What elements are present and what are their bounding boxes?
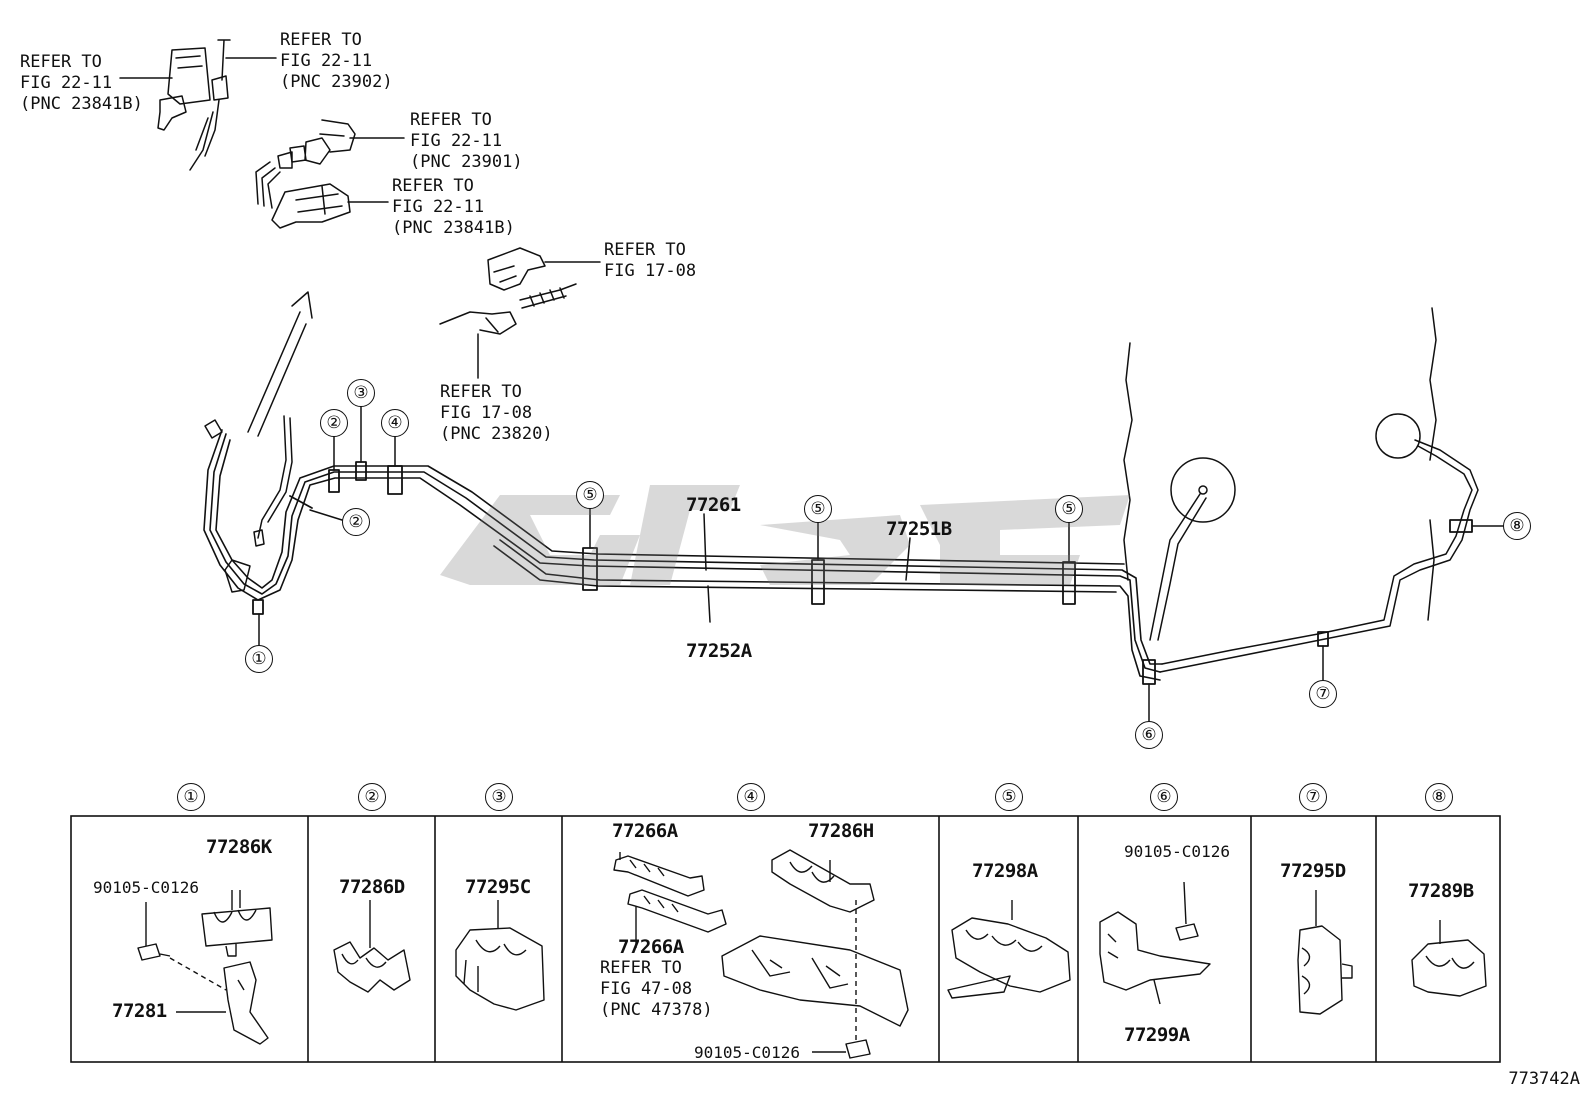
legend-header-4: ④ xyxy=(737,783,765,811)
bracket-23841b-drawing xyxy=(271,183,351,229)
legend-part-77281: 77281 xyxy=(112,1000,167,1022)
legend-part-77295d: 77295D xyxy=(1280,860,1346,882)
legend-part-90105-c0126-1: 90105-C0126 xyxy=(93,878,199,897)
clamp-77286d-drawing xyxy=(333,900,411,993)
legend-part-90105-c0126-6: 90105-C0126 xyxy=(1124,842,1230,861)
callout-4: ④ xyxy=(381,409,409,437)
callout-2-upper: ② xyxy=(320,409,348,437)
callout-leaders xyxy=(258,404,1504,722)
legend-part-77266a-upper: 77266A xyxy=(612,820,678,842)
part-number-77252a: 77252A xyxy=(686,640,752,662)
bolt-drawing-4 xyxy=(812,1039,871,1059)
callout-8: ⑧ xyxy=(1503,512,1531,540)
master-cylinder-bracket-drawing xyxy=(157,39,231,171)
clamp-77295c-drawing xyxy=(455,900,545,1011)
callout-3: ③ xyxy=(347,379,375,407)
legend-part-77286d: 77286D xyxy=(339,876,405,898)
legend-header-3: ③ xyxy=(485,783,513,811)
bolt-drawing-1 xyxy=(137,902,227,991)
part-number-77251b: 77251B xyxy=(886,518,952,540)
duct-clip-47378-drawing xyxy=(721,935,909,1027)
bracket-77299a-drawing xyxy=(1099,911,1211,1005)
proportioning-valve-drawing xyxy=(439,247,577,379)
legend-part-77286k: 77286K xyxy=(206,836,272,858)
legend-header-5: ⑤ xyxy=(995,783,1023,811)
part-number-77261: 77261 xyxy=(686,494,741,516)
legend-header-8: ⑧ xyxy=(1425,783,1453,811)
legend-table xyxy=(70,815,1501,1063)
bolt-drawing-6 xyxy=(1175,881,1199,941)
clamp-77266a-upper-drawing xyxy=(613,852,705,897)
callout-7: ⑦ xyxy=(1309,680,1337,708)
refer-note-23820: REFER TO FIG 17-08 (PNC 23820) xyxy=(440,382,553,444)
legend-part-77298a: 77298A xyxy=(972,860,1038,882)
legend-part-77286h: 77286H xyxy=(808,820,874,842)
legend-part-77266a-lower: 77266A xyxy=(618,936,684,958)
refer-note-23841b-upper: REFER TO FIG 22-11 (PNC 23841B) xyxy=(20,52,143,114)
refer-note-23841b-lower: REFER TO FIG 22-11 (PNC 23841B) xyxy=(392,176,515,238)
clamp-77266a-lower-drawing xyxy=(627,889,727,948)
refer-note-23901: REFER TO FIG 22-11 (PNC 23901) xyxy=(410,110,523,172)
callout-5-a: ⑤ xyxy=(576,481,604,509)
clamp-77295d-drawing xyxy=(1297,890,1353,1015)
clamp-77298a-drawing xyxy=(947,900,1071,999)
direction-arrow xyxy=(247,291,313,437)
callout-2-lower: ② xyxy=(342,508,370,536)
bracket-77281-drawing xyxy=(176,961,269,1045)
callout-6: ⑥ xyxy=(1135,721,1163,749)
legend-header-2: ② xyxy=(358,783,386,811)
left-end-fittings xyxy=(204,415,293,593)
watermark-logo xyxy=(440,485,1130,585)
refer-note-47378: REFER TO FIG 47-08 (PNC 47378) xyxy=(600,958,713,1020)
rear-tubes xyxy=(1149,439,1479,673)
tube-fitting-drawing xyxy=(255,119,356,209)
clamp-77289b-drawing xyxy=(1411,920,1487,997)
legend-part-77299a: 77299A xyxy=(1124,1024,1190,1046)
legend-header-7: ⑦ xyxy=(1299,783,1327,811)
legend-header-1: ① xyxy=(177,783,205,811)
callout-1: ① xyxy=(245,645,273,673)
refer-note-17-08: REFER TO FIG 17-08 xyxy=(604,240,697,281)
legend-part-77289b: 77289B xyxy=(1408,880,1474,902)
callout-5-c: ⑤ xyxy=(1055,495,1083,523)
legend-header-6: ⑥ xyxy=(1150,783,1178,811)
clamp-77286k-drawing xyxy=(201,890,273,957)
legend-part-90105-c0126-4: 90105-C0126 xyxy=(694,1043,800,1062)
clamp-77286h-drawing xyxy=(771,849,875,1040)
figure-number: 773742A xyxy=(1508,1069,1580,1089)
legend-part-77295c: 77295C xyxy=(465,876,531,898)
leader-lines xyxy=(119,57,601,263)
rear-body-outline xyxy=(1123,307,1437,621)
refer-note-23902: REFER TO FIG 22-11 (PNC 23902) xyxy=(280,30,393,92)
callout-5-b: ⑤ xyxy=(804,495,832,523)
